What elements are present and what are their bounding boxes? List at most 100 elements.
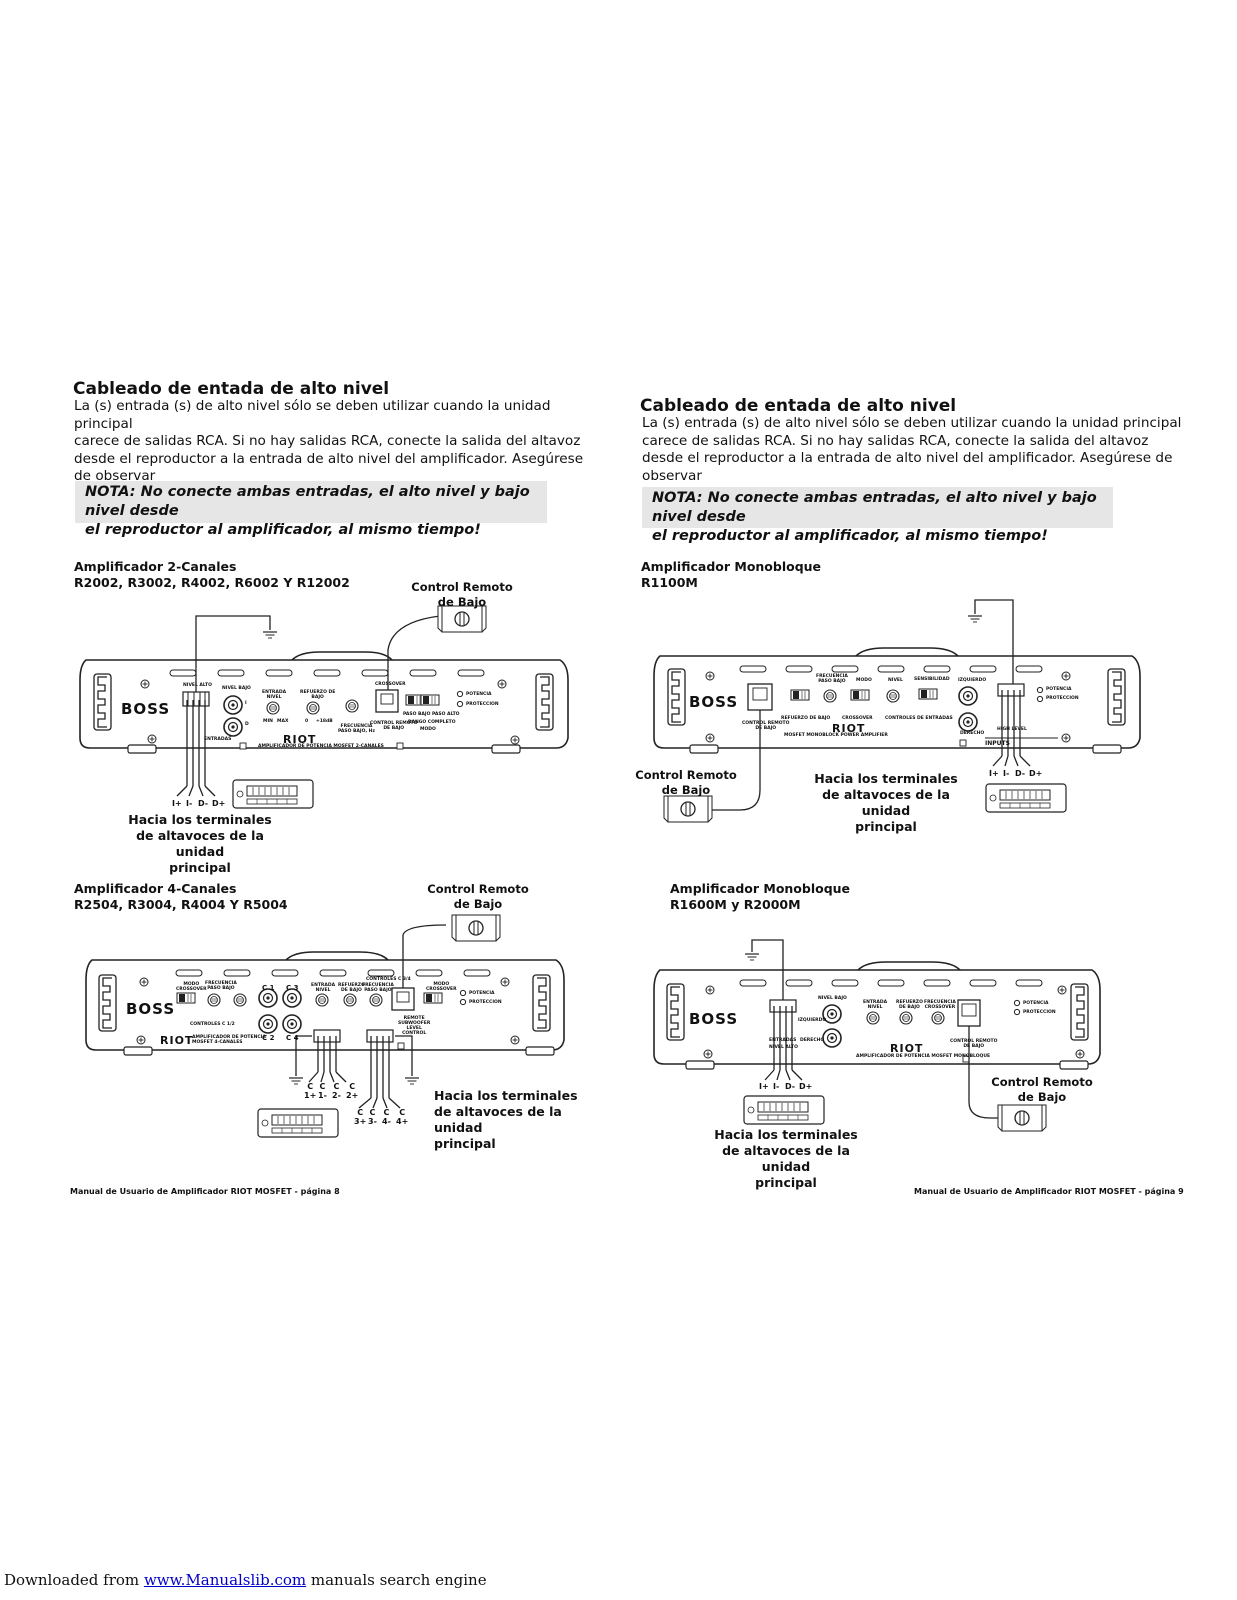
- left-amp2-term-c1-plus: C 1+: [304, 1082, 317, 1100]
- left-amp2-remote-label: Control Remoto de Bajo: [427, 882, 529, 911]
- right-amp1-crossover: CROSSOVER: [842, 716, 873, 721]
- left-amp2-term-c1-minus: C 1-: [318, 1082, 327, 1100]
- left-amp1-model-logo: RIOT: [283, 733, 317, 746]
- left-amp2-term-c2-plus: C 2+: [346, 1082, 359, 1100]
- right-amp1-inputs: INPUTS: [985, 740, 1010, 747]
- left-amp1-i: I: [245, 701, 247, 706]
- right-amp2-potencia: POTENCIA: [1023, 1001, 1049, 1006]
- right-amp1-frecuencia: FRECUENCIA PASO BAJO: [816, 674, 848, 684]
- left-amp1-d: D: [245, 722, 249, 727]
- right-amp1-proteccion: PROTECCION: [1046, 696, 1079, 701]
- left-amp2-modo-crossover2: MODO CROSSOVER: [426, 982, 457, 992]
- left-amp1-nivel-alto: NIVEL ALTO: [183, 683, 212, 688]
- right-amp2-entradas: ENTRADAS: [769, 1038, 797, 1043]
- right-amp2-remote-label: Control Remoto de Bajo: [991, 1075, 1093, 1104]
- right-nota-box: NOTA: No conecte ambas entradas, el alto…: [642, 487, 1113, 544]
- left-amp1-rango: RANGO COMPLETO: [408, 720, 456, 725]
- right-amp1-derecho: DERECHO: [960, 731, 985, 736]
- right-amp1-refuerzo: REFUERZO DE BAJO: [781, 716, 831, 721]
- left-amp1-brand-logo: BOSS: [121, 700, 171, 718]
- left-amp1-zero: 0: [305, 719, 309, 724]
- right-amp2-refuerzo: REFUERZO DE BAJO: [896, 1000, 923, 1010]
- left-amp1-potencia: POTENCIA: [466, 692, 492, 697]
- right-amp2-dest-label: Hacia los terminales de altavoces de la …: [714, 1127, 858, 1190]
- left-amp1-crossover: CROSSOVER: [375, 682, 406, 687]
- left-amp1-term-i-plus: I+: [172, 799, 182, 808]
- left-amp2-c4: C 4: [286, 1034, 299, 1042]
- download-prefix: Downloaded from: [4, 1571, 140, 1589]
- amp-4ch-panel: [85, 914, 565, 1138]
- left-amp1-paso-alto: PASO ALTO: [432, 712, 460, 717]
- amp-mono-r1600m-panel: [653, 939, 1101, 1132]
- right-amp1-izquierdo: IZQUIERDO: [958, 678, 987, 683]
- right-amp1-term-i-plus: I+: [989, 769, 999, 778]
- right-amp2-term-d-minus: D-: [785, 1082, 796, 1091]
- left-amp2-controles-12: CONTROLES C 1/2: [190, 1022, 235, 1027]
- left-nota-box: NOTA: No conecte ambas entradas, el alto…: [75, 481, 547, 538]
- left-amp2-title: Amplificador 4-Canales R2504, R3004, R40…: [74, 881, 288, 912]
- left-amp2-controles-34: CONTROLES C 3/4: [366, 977, 411, 982]
- right-amp2-term-i-minus: I-: [773, 1082, 780, 1091]
- left-amp2-c3: C 3: [286, 984, 299, 992]
- left-amp2-term-c3-plus: C 3+: [354, 1108, 367, 1126]
- right-amp1-term-i-minus: I-: [1003, 769, 1010, 778]
- left-amp1-nivel-bajo: NIVEL BAJO: [222, 686, 251, 691]
- left-amp2-term-c2-minus: C 2-: [332, 1082, 341, 1100]
- left-section-title: Cableado de entada de alto nivel: [73, 379, 390, 399]
- left-amp1-db: +18dB: [316, 719, 333, 724]
- right-amp1-sensibilidad: SENSIBILIDAD: [914, 677, 950, 682]
- right-amp2-nivel-alto: NIVEL ALTO: [769, 1045, 798, 1050]
- left-amp1-max: MAX: [277, 719, 289, 724]
- left-amp1-paso-bajo: PASO BAJO: [403, 712, 431, 717]
- right-amp2-amp-label: AMPLIFICADOR DE POTENCIA MOSFET MONOBLOQ…: [856, 1054, 991, 1059]
- left-amp2-potencia: POTENCIA: [469, 991, 495, 996]
- left-amp2-proteccion: PROTECCION: [469, 1000, 502, 1005]
- right-amp2-term-i-plus: I+: [759, 1082, 769, 1091]
- right-amp2-term-d-plus: D+: [799, 1082, 813, 1091]
- left-amp1-remote-label: Control Remoto de Bajo: [411, 580, 513, 609]
- left-amp1-term-i-minus: I-: [186, 799, 193, 808]
- right-amp1-title: Amplificador Monobloque R1100M: [641, 559, 822, 590]
- download-suffix: manuals search engine: [306, 1571, 487, 1589]
- manualslib-link[interactable]: www.Manualslib.com: [143, 1571, 307, 1589]
- left-amp2-c1: C 1: [262, 984, 275, 992]
- right-amp1-high-level: HIGH LEVEL: [997, 727, 1027, 732]
- right-amp2-nivel-bajo: NIVEL BAJO: [818, 996, 847, 1001]
- left-amp1-term-d-plus: D+: [212, 799, 226, 808]
- amp-2ch-panel: [79, 605, 569, 809]
- right-amp1-control-remoto: CONTROL REMOTO DE BAJO: [742, 721, 790, 731]
- left-amp2-model-logo: RIOT: [160, 1034, 194, 1047]
- right-section-title: Cableado de entada de alto nivel: [640, 396, 957, 416]
- right-page-footer: Manual de Usuario de Amplificador RIOT M…: [914, 1187, 1184, 1196]
- left-amp2-refuerzo: REFUERZO DE BAJO: [338, 983, 365, 993]
- left-amp1-control-remoto: CONTROL REMOTO DE BAJO: [370, 721, 418, 731]
- left-amp1-term-d-minus: D-: [198, 799, 209, 808]
- left-amp2-dest-label: Hacia los terminales de altavoces de la …: [434, 1088, 578, 1151]
- right-amp2-entrada-nivel: ENTRADA NIVEL: [863, 1000, 888, 1010]
- right-amp1-model-logo: RIOT: [832, 722, 866, 735]
- left-amp2-frecuencia2: FRECUENCIA PASO BAJO: [362, 983, 394, 993]
- right-amp1-potencia: POTENCIA: [1046, 687, 1072, 692]
- right-amp1-controles: CONTROLES DE ENTRADAS: [885, 716, 953, 721]
- left-amp1-proteccion: PROTECCION: [466, 702, 499, 707]
- right-amp2-proteccion: PROTECCION: [1023, 1010, 1056, 1015]
- left-amp1-entradas: ENTRADAS: [204, 737, 232, 742]
- right-amp2-izquierdo: IZQUIERDO: [798, 1018, 827, 1023]
- left-amp1-entrada-nivel: ENTRADA NIVEL: [262, 690, 287, 700]
- left-amp1-dest-label: Hacia los terminales de altavoces de la …: [128, 812, 272, 875]
- right-amp1-mono-label: MOSFET MONOBLOCK POWER AMPLIFIER: [784, 733, 888, 738]
- left-amp1-min: MIN: [263, 719, 273, 724]
- right-amp1-nivel: NIVEL: [888, 678, 903, 683]
- left-amp1-frecuencia: FRECUENCIA PASO BAJO, Hz: [338, 724, 375, 734]
- left-amp2-entrada-nivel: ENTRADA NIVEL: [311, 983, 336, 993]
- left-amp1-refuerzo: REFUERZO DE BAJO: [300, 690, 336, 700]
- left-amp2-remote-sub: REMOTE SUBWOOFER LEVEL CONTROL: [398, 1016, 431, 1036]
- left-amp1-title: Amplificador 2-Canales R2002, R3002, R40…: [74, 559, 350, 590]
- left-amp2-amp-label: AMPLIFICADOR DE POTENCIA MOSFET 4-CANALE…: [192, 1035, 266, 1045]
- right-amp2-derecho: DERECHO: [800, 1038, 825, 1043]
- left-amp2-frecuencia: FRECUENCIA PASO BAJO: [205, 981, 237, 991]
- right-amp1-dest-label: Hacia los terminales de altavoces de la …: [814, 771, 958, 834]
- right-amp1-brand-logo: BOSS: [689, 693, 739, 711]
- left-amp2-brand-logo: BOSS: [126, 1000, 176, 1018]
